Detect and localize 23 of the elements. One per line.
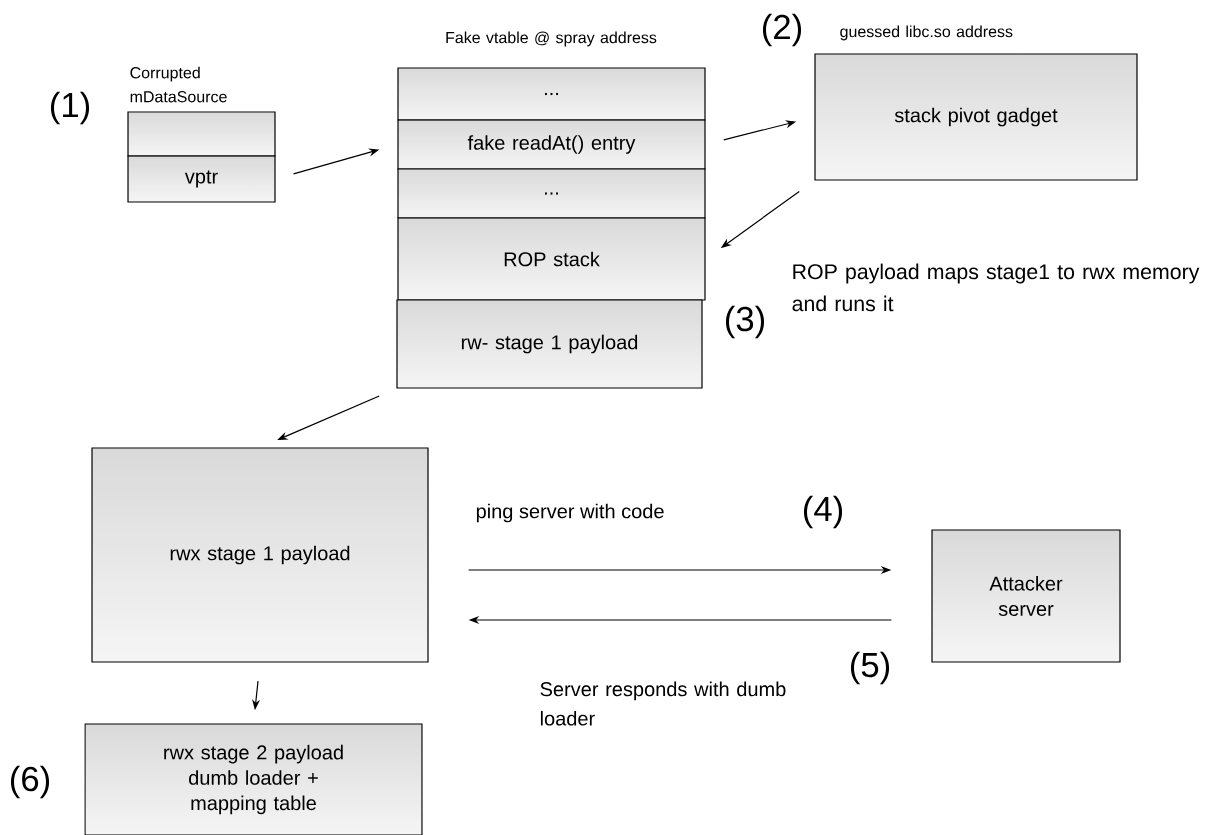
memory-cell: ROP stack bbox=[397, 217, 706, 301]
memory-cell: fake readAt() entry bbox=[397, 119, 706, 170]
caption-text: Corrupted mDataSource bbox=[130, 66, 227, 103]
memory-cell: rw- stage 1 payload bbox=[396, 299, 703, 389]
step-number: (3) bbox=[726, 305, 765, 339]
step-number: (1) bbox=[51, 91, 90, 125]
server-box: Attacker server bbox=[931, 529, 1121, 663]
payload-box: rwx stage 1 payload bbox=[91, 447, 429, 663]
caption-text: Fake vtable @ spray address bbox=[446, 31, 657, 47]
step-number: (6) bbox=[11, 765, 50, 799]
memory-cell bbox=[127, 111, 276, 157]
memory-cell: vptr bbox=[127, 155, 276, 203]
annotation-text: Server responds with dumb loader bbox=[540, 681, 786, 726]
memory-cell: ... bbox=[397, 168, 706, 219]
annotation-text: ping server with code bbox=[476, 503, 664, 523]
gadget-box: stack pivot gadget bbox=[814, 53, 1138, 181]
step-number: (4) bbox=[803, 495, 843, 529]
caption-text: guessed libc.so address bbox=[840, 25, 1013, 41]
step-number: (5) bbox=[850, 651, 890, 685]
step-number: (2) bbox=[762, 13, 802, 47]
memory-cell: ... bbox=[397, 67, 706, 121]
payload-box: rwx stage 2 payload dumb loader + mapping table bbox=[84, 723, 423, 835]
annotation-text: ROP payload maps stage1 to rwx memory and runs it bbox=[792, 263, 1200, 312]
